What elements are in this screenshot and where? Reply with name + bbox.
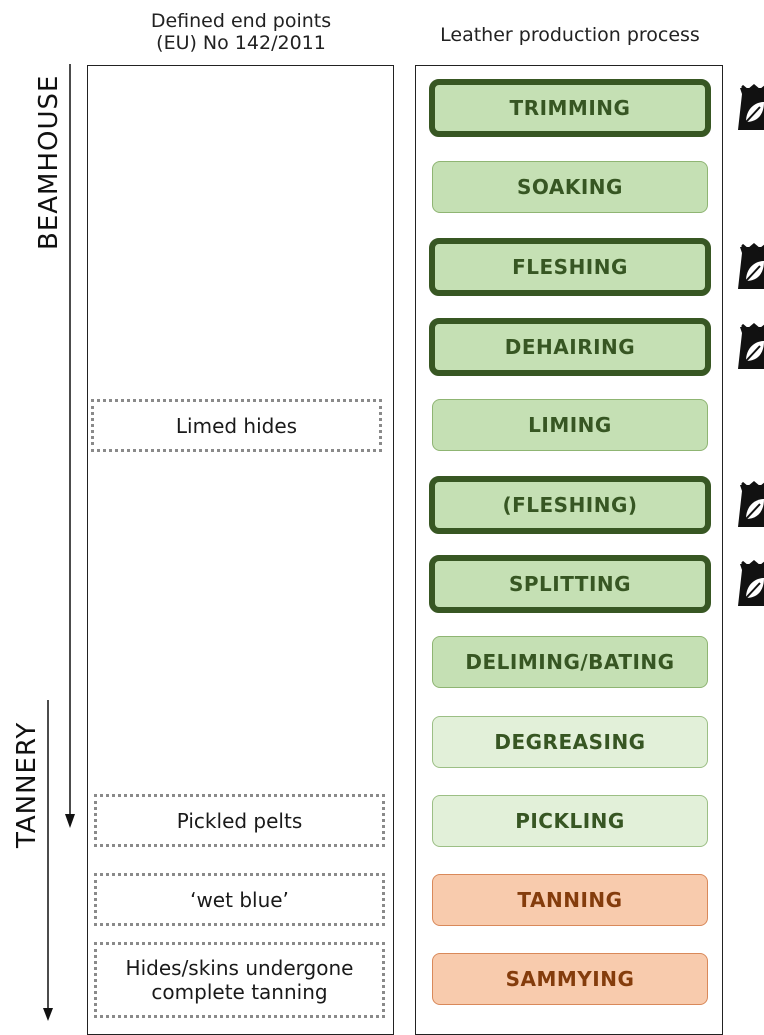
end-point-limed-hides: Limed hides [91, 399, 382, 452]
end-points-header-line1: Defined end points [150, 10, 332, 32]
process-panel [415, 65, 723, 1035]
step-liming: LIMING [432, 399, 708, 451]
process-header: Leather production process [440, 24, 700, 46]
organic-waste-bag-icon [738, 481, 764, 527]
end-point-pickled-pelts: Pickled pelts [94, 794, 385, 847]
beamhouse-arrow [65, 64, 75, 828]
organic-waste-bag-icon [738, 560, 764, 606]
step-splitting: SPLITTING [429, 555, 711, 613]
end-point-complete-tanning: Hides/skins undergone complete tanning [94, 942, 385, 1018]
end-point-wet-blue: ‘wet blue’ [94, 873, 385, 926]
step-degreasing: DEGREASING [432, 716, 708, 768]
step-fleshing-2: (FLESHING) [429, 476, 711, 534]
organic-waste-bag-icon [738, 323, 764, 369]
step-soaking: SOAKING [432, 161, 708, 213]
step-pickling: PICKLING [432, 795, 708, 847]
organic-waste-bag-icon [738, 243, 764, 289]
end-points-header-line2: (EU) No 142/2011 [156, 32, 326, 54]
end-point-complete-tanning-line1: Hides/skins undergone [125, 956, 354, 980]
step-tanning: TANNING [432, 874, 708, 926]
step-sammying: SAMMYING [432, 953, 708, 1005]
step-fleshing: FLESHING [429, 238, 711, 296]
tannery-arrow [43, 700, 53, 1021]
end-point-complete-tanning-line2: complete tanning [151, 980, 328, 1004]
end-points-header: Defined end points (EU) No 142/2011 [88, 10, 394, 54]
organic-waste-bag-icon [738, 84, 764, 130]
step-trimming: TRIMMING [429, 79, 711, 137]
step-deliming-bating: DELIMING/BATING [432, 636, 708, 688]
step-dehairing: DEHAIRING [429, 318, 711, 376]
